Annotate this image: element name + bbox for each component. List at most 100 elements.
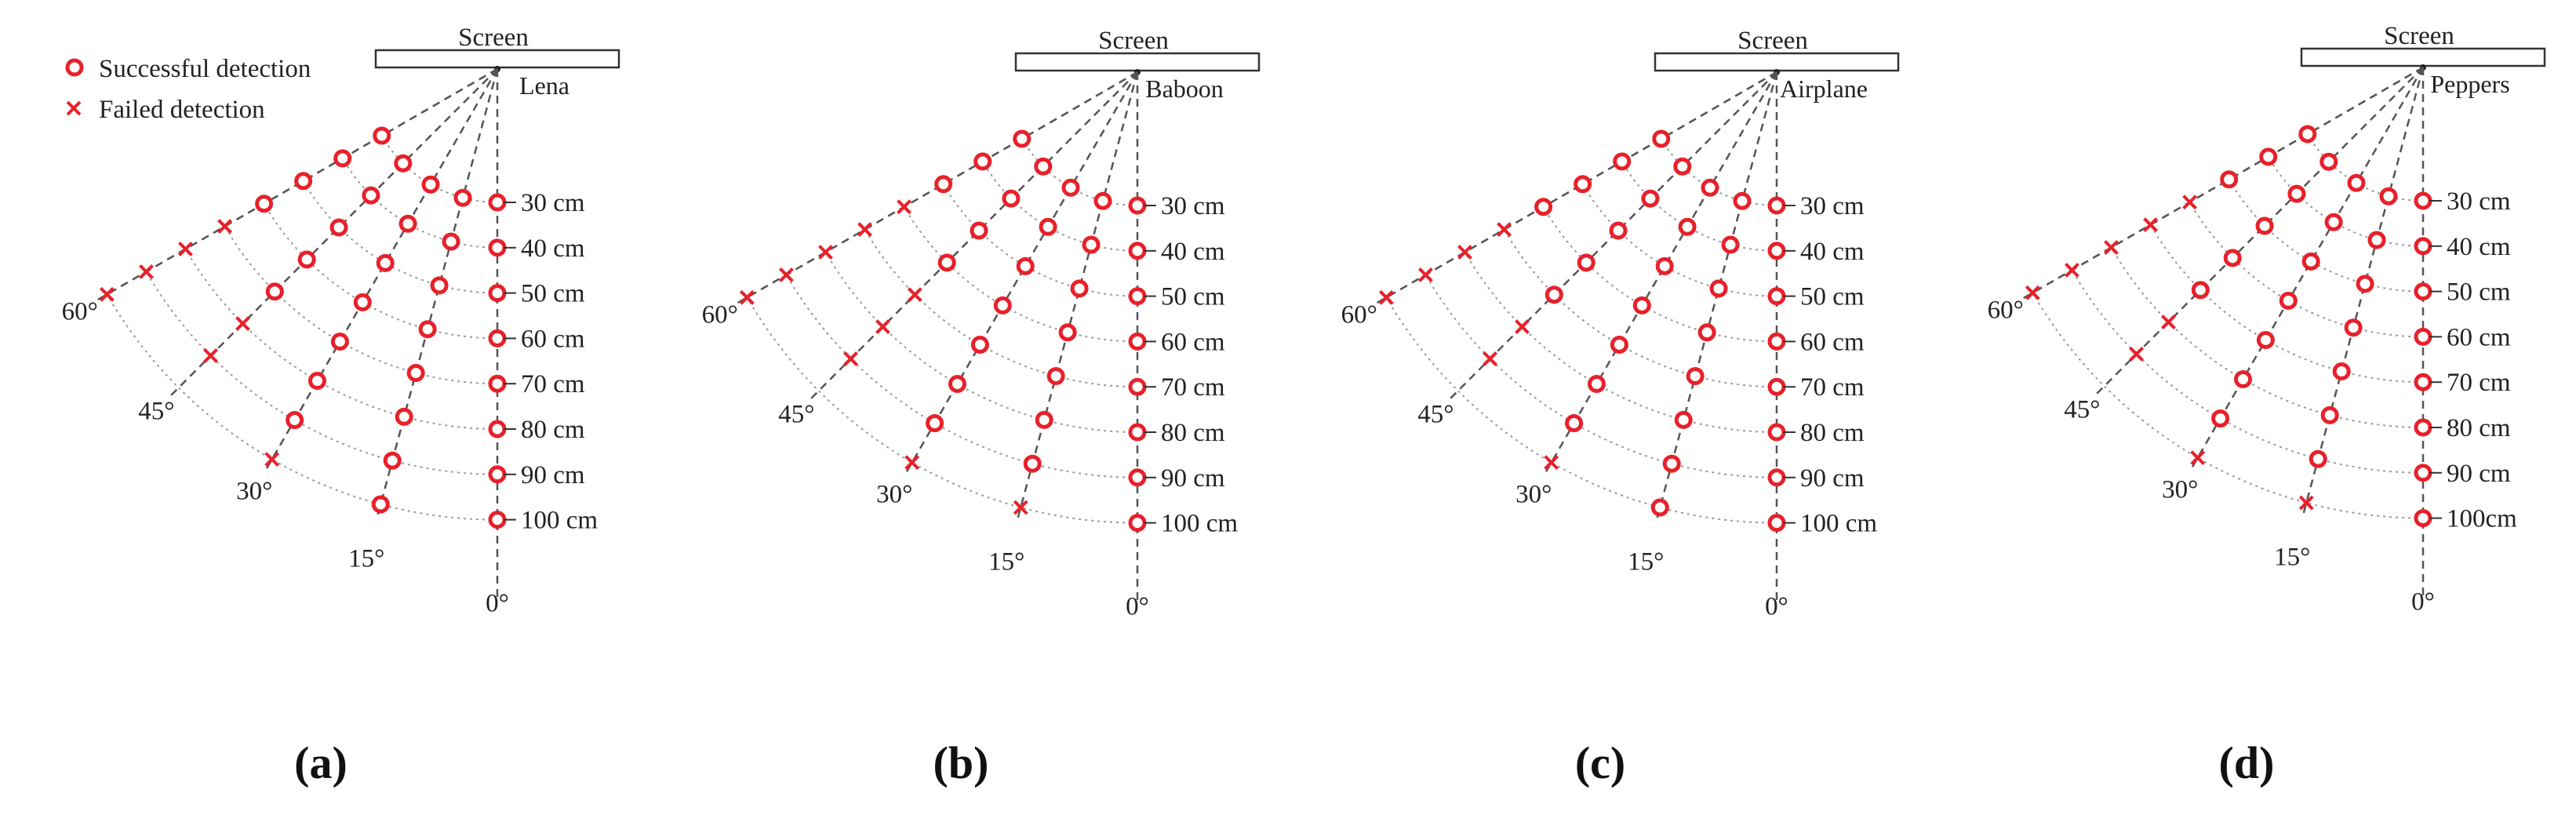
success-marker — [418, 320, 437, 339]
image-name: Airplane — [1780, 75, 1868, 103]
success-marker — [1128, 468, 1147, 487]
success-marker — [1701, 178, 1719, 197]
angle-label: 30° — [1515, 481, 1552, 509]
success-marker — [376, 253, 395, 272]
success-marker — [2414, 327, 2432, 346]
distance-arc — [106, 293, 498, 521]
fail-marker — [2190, 450, 2206, 466]
distance-label: 30 cm — [2447, 187, 2511, 216]
success-marker — [488, 284, 507, 303]
success-marker — [488, 511, 507, 529]
distance-label: 70 cm — [1800, 373, 1865, 402]
distance-arc — [1385, 296, 1777, 524]
distance-arc — [903, 206, 1138, 343]
success-marker — [1128, 196, 1147, 215]
success-marker — [1588, 375, 1606, 394]
angle-label: 60° — [702, 300, 738, 329]
success-marker — [1733, 191, 1752, 210]
screen-box — [2300, 47, 2546, 67]
angle-line — [806, 71, 1138, 403]
screen-label: Screen — [2384, 22, 2454, 50]
success-marker — [1128, 242, 1147, 260]
success-marker — [255, 195, 274, 213]
success-marker — [1545, 286, 1563, 304]
success-marker — [1023, 454, 1042, 473]
success-marker — [395, 407, 413, 426]
fail-marker — [1418, 267, 1433, 282]
success-marker — [488, 329, 507, 347]
success-marker — [1565, 414, 1584, 433]
success-marker — [1039, 217, 1057, 236]
angle-label: 45° — [2064, 396, 2100, 424]
success-marker — [297, 250, 316, 269]
distance-label: 70 cm — [1161, 373, 1225, 402]
distance-arc — [302, 180, 498, 294]
distance-label: 100 cm — [1800, 510, 1877, 538]
angle-line — [263, 68, 499, 474]
success-marker — [421, 175, 440, 194]
success-marker — [406, 364, 425, 383]
fail-marker — [2025, 285, 2040, 300]
distance-label: 100cm — [2447, 505, 2517, 533]
success-marker — [2191, 281, 2210, 300]
success-marker — [488, 420, 507, 438]
fail-marker — [1497, 222, 1512, 238]
success-marker — [2234, 370, 2252, 389]
success-marker — [1674, 410, 1693, 429]
success-marker — [1767, 196, 1786, 215]
success-marker — [362, 186, 380, 205]
success-marker — [1035, 410, 1053, 429]
success-marker — [937, 253, 956, 272]
success-marker — [1016, 256, 1035, 275]
fail-marker — [99, 286, 115, 302]
success-marker — [2347, 173, 2366, 192]
success-marker — [1632, 296, 1651, 315]
success-marker — [1002, 189, 1021, 208]
fail-marker — [2182, 195, 2198, 210]
fail-marker — [2129, 347, 2144, 362]
success-marker — [329, 218, 348, 237]
success-marker — [2414, 509, 2432, 528]
distance-arc — [2228, 179, 2424, 293]
distance-arc — [1621, 161, 1777, 252]
angle-label: 30° — [876, 481, 912, 509]
success-marker — [993, 296, 1012, 315]
angle-label: 15° — [348, 545, 384, 573]
success-marker — [2298, 125, 2317, 144]
success-marker — [1721, 235, 1740, 254]
fail-marker — [217, 219, 232, 235]
angle-label: 60° — [1988, 296, 2024, 324]
distance-arc — [2032, 292, 2424, 519]
distance-label: 70 cm — [521, 370, 585, 398]
image-name: Peppers — [2430, 70, 2509, 98]
success-marker — [398, 214, 417, 233]
fail-marker — [2161, 315, 2176, 329]
angle-line — [166, 68, 498, 400]
success-marker — [430, 276, 449, 295]
success-marker — [1034, 157, 1053, 176]
success-marker — [2414, 282, 2432, 301]
success-marker — [2367, 231, 2386, 249]
screen-label: Screen — [1098, 27, 1169, 55]
success-marker — [970, 335, 989, 354]
distance-arc — [942, 184, 1138, 297]
success-marker — [1058, 323, 1077, 342]
success-marker — [1767, 242, 1786, 260]
legend-success-marker — [65, 58, 84, 77]
success-marker — [1046, 367, 1065, 386]
success-marker — [1093, 191, 1112, 210]
success-marker — [2211, 409, 2230, 428]
distance-label: 60 cm — [1161, 328, 1225, 356]
angle-label: 30° — [236, 478, 272, 506]
legend-fail-marker — [66, 100, 82, 116]
fail-marker — [897, 199, 912, 215]
fail-marker — [818, 245, 833, 260]
success-marker — [488, 193, 507, 212]
angle-label: 15° — [1628, 548, 1664, 576]
success-marker — [2259, 147, 2278, 166]
distance-label: 90 cm — [1800, 464, 1865, 493]
fail-marker — [264, 452, 280, 467]
distance-label: 90 cm — [1161, 464, 1225, 493]
